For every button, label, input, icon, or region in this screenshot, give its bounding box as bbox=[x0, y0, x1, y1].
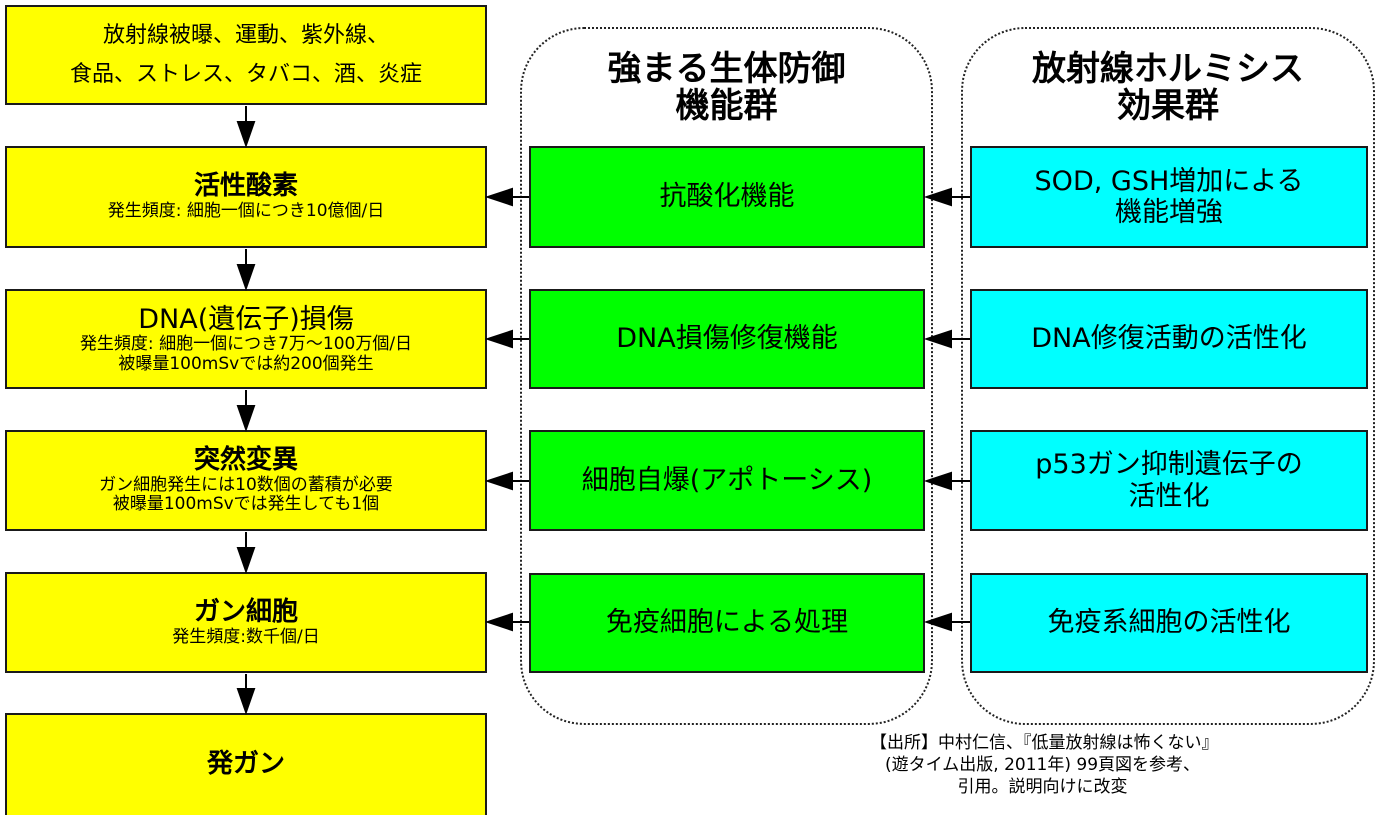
cause-sources-line1: 放射線被曝、運動、紫外線、 bbox=[102, 22, 389, 48]
cause-box-cancer-cell: ガン細胞 発生頻度:数千個/日 bbox=[5, 572, 487, 673]
citation-line1: 【出所】中村仁信、『低量放射線は怖くない』 bbox=[870, 733, 1219, 753]
hormesis-box-p53: p53ガン抑制遺伝子の 活性化 bbox=[970, 430, 1368, 531]
defense-box-dna-repair: DNA損傷修復機能 bbox=[529, 289, 925, 389]
citation-line2: (遊タイム出版, 2011年) 99頁図を参考、 bbox=[884, 754, 1201, 775]
defense-box-antioxidant: 抗酸化機能 bbox=[529, 146, 925, 248]
defense-label: 免疫細胞による処理 bbox=[605, 607, 849, 639]
cause-detail: 発生頻度: 細胞一個につき7万～100万個/日 bbox=[79, 333, 413, 354]
cause-box-sources: 放射線被曝、運動、紫外線、 食品、ストレス、タバコ、酒、炎症 bbox=[5, 5, 487, 105]
defense-group-title-line2: 機能群 bbox=[675, 86, 778, 127]
defense-group-container: 強まる生体防御 機能群 bbox=[520, 27, 933, 725]
cause-detail: 発生頻度:数千個/日 bbox=[172, 626, 320, 647]
arrow-down-4 bbox=[236, 532, 256, 575]
defense-label: 細胞自爆(アポトーシス) bbox=[581, 464, 873, 496]
hormesis-label-line2: 機能増強 bbox=[1115, 197, 1223, 228]
defense-label: 抗酸化機能 bbox=[659, 181, 795, 213]
cause-detail: 被曝量100mSvでは発生しても1個 bbox=[112, 494, 380, 515]
hormesis-box-sod-gsh: SOD, GSH増加による 機能増強 bbox=[970, 146, 1368, 248]
hormesis-group-title: 放射線ホルミシス 効果群 bbox=[963, 49, 1373, 127]
cause-title: 発ガン bbox=[206, 749, 285, 780]
citation-line3: 引用。説明向けに改変 bbox=[957, 776, 1128, 797]
hormesis-label-line1: DNA修復活動の活性化 bbox=[1031, 323, 1307, 355]
hormesis-label-line1: SOD, GSH増加による bbox=[1034, 165, 1304, 197]
arrow-down-2 bbox=[236, 249, 256, 292]
arrow-down-3 bbox=[236, 390, 256, 433]
hormesis-label-line1: 免疫系細胞の活性化 bbox=[1047, 607, 1291, 639]
hormesis-group-title-line1: 放射線ホルミシス bbox=[1032, 49, 1304, 89]
cause-title: 活性酸素 bbox=[193, 171, 298, 202]
cause-box-dna-damage: DNA(遺伝子)損傷 発生頻度: 細胞一個につき7万～100万個/日 被曝量10… bbox=[5, 289, 487, 389]
arrow-down-5 bbox=[236, 674, 256, 716]
hormesis-box-dna-repair-activation: DNA修復活動の活性化 bbox=[970, 289, 1368, 389]
hormesis-label-line1: p53ガン抑制遺伝子の bbox=[1035, 449, 1303, 481]
cause-detail: ガン細胞発生には10数個の蓄積が必要 bbox=[99, 474, 393, 495]
cause-box-carcinogenesis: 発ガン bbox=[5, 713, 487, 815]
defense-box-immune: 免疫細胞による処理 bbox=[529, 573, 925, 673]
hormesis-group-title-line2: 効果群 bbox=[1117, 86, 1219, 127]
cause-detail: 被曝量100mSvでは約200個発生 bbox=[118, 353, 374, 374]
cause-title: ガン細胞 bbox=[193, 596, 298, 627]
cause-title: DNA(遺伝子)損傷 bbox=[138, 303, 354, 335]
hormesis-label-line2: 活性化 bbox=[1128, 480, 1210, 512]
defense-group-title-line1: 強まる生体防御 bbox=[607, 49, 846, 89]
defense-label: DNA損傷修復機能 bbox=[616, 323, 838, 355]
cause-box-reactive-oxygen: 活性酸素 発生頻度: 細胞一個につき10億個/日 bbox=[5, 146, 487, 248]
arrow-down-1 bbox=[236, 106, 256, 149]
defense-group-title: 強まる生体防御 機能群 bbox=[522, 49, 931, 127]
cause-detail: 発生頻度: 細胞一個につき10億個/日 bbox=[107, 201, 385, 222]
citation: 【出所】中村仁信、『低量放射線は怖くない』 (遊タイム出版, 2011年) 99… bbox=[870, 733, 1219, 798]
cause-title: 突然変異 bbox=[193, 445, 298, 475]
hormesis-box-immune-activation: 免疫系細胞の活性化 bbox=[970, 573, 1368, 673]
defense-box-apoptosis: 細胞自爆(アポトーシス) bbox=[529, 430, 925, 531]
hormesis-group-container: 放射線ホルミシス 効果群 bbox=[961, 27, 1375, 725]
cause-sources-line2: 食品、ストレス、タバコ、酒、炎症 bbox=[69, 62, 422, 87]
cause-box-mutation: 突然変異 ガン細胞発生には10数個の蓄積が必要 被曝量100mSvでは発生しても… bbox=[5, 430, 487, 531]
